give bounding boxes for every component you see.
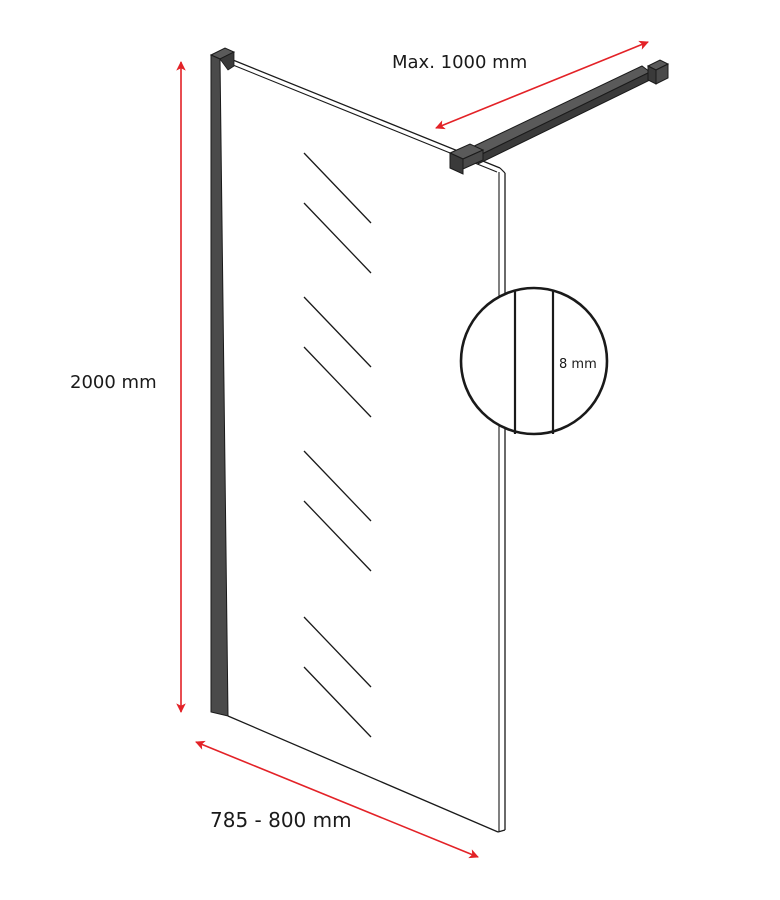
- support-bar: [469, 65, 651, 165]
- height-label: 2000 mm: [70, 372, 157, 393]
- support-bar-length-label: Max. 1000 mm: [392, 52, 528, 73]
- glass-reflection-lines: [303, 152, 372, 738]
- width-label: 785 - 800 mm: [210, 808, 352, 832]
- wall-bracket: [646, 59, 670, 85]
- wall-profile: [209, 47, 236, 717]
- support-bar-dimension-arrow: [435, 40, 649, 130]
- glass-thickness-label: 8 mm: [559, 357, 597, 372]
- width-dimension-arrow: [195, 740, 479, 859]
- glass-clamp: [448, 143, 485, 175]
- thickness-detail-circle: [459, 286, 609, 436]
